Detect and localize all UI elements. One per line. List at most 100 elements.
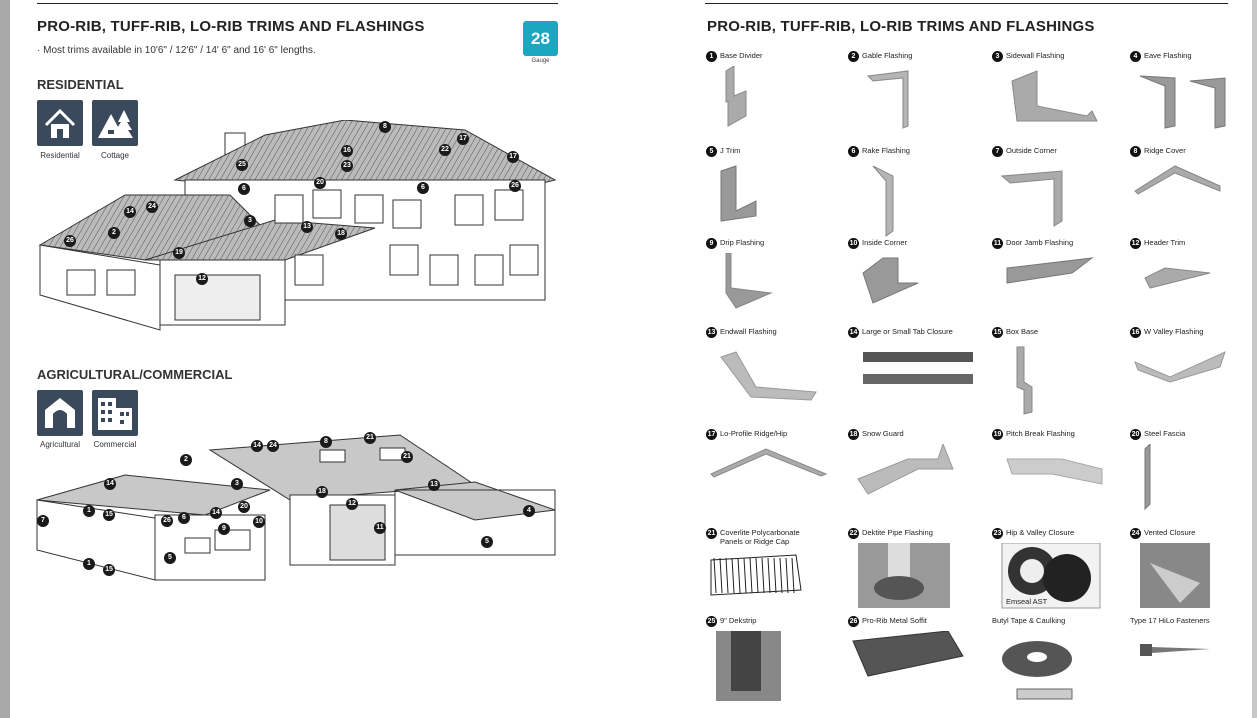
item-number-badge: 21 (706, 528, 717, 539)
trim-item-label: Ridge Cover (1144, 146, 1186, 155)
residential-label: Residential (40, 151, 80, 160)
callout-marker: 9 (218, 523, 230, 535)
trim-item-image (710, 448, 828, 478)
trim-item-label: Butyl Tape & Caulking (992, 616, 1066, 625)
trim-item-label: Header Trim (1144, 238, 1186, 247)
item-number-badge: 6 (848, 146, 859, 157)
page-edge (1252, 0, 1257, 718)
residential-heading: RESIDENTIAL (37, 77, 124, 92)
page-title: PRO-RIB, TUFF-RIB, LO-RIB TRIMS AND FLAS… (37, 18, 425, 35)
trim-item-label: Eave Flashing (1144, 51, 1192, 60)
callout-marker: 15 (103, 509, 115, 521)
trim-item-label: Sidewall Flashing (1006, 51, 1065, 60)
trim-item-image (1140, 644, 1210, 656)
trim-item-header: Type 17 HiLo Fasteners (1130, 616, 1257, 625)
lengths-note: · Most trims available in 10'6" / 12'6" … (37, 45, 316, 56)
trim-item-label: Hip & Valley Closure (1006, 528, 1075, 537)
callout-marker: 24 (146, 201, 158, 213)
top-rule (705, 3, 1228, 4)
trim-item-image (1144, 267, 1211, 289)
trim-item: Butyl Tape & Caulking (992, 616, 1127, 709)
trim-item-image (710, 554, 802, 596)
trim-item-label: Type 17 HiLo Fasteners (1130, 616, 1210, 625)
gauge-badge: 28 (523, 21, 558, 56)
item-number-badge: 10 (848, 238, 859, 249)
callout-marker: 14 (124, 206, 136, 218)
item-number-badge: 23 (992, 528, 1003, 539)
callout-marker: 2 (180, 454, 192, 466)
callout-marker: 20 (314, 177, 326, 189)
trim-item-image (1006, 458, 1103, 485)
callout-marker: 18 (335, 228, 347, 240)
item-number-badge: 14 (848, 327, 859, 338)
trim-item-image (1134, 351, 1226, 383)
trim-item-label: Box Base (1006, 327, 1039, 336)
trim-item-label: Dektite Pipe Flashing (862, 528, 933, 537)
callout-marker: 6 (178, 512, 190, 524)
agricultural-label: Agricultural (39, 440, 80, 449)
callout-marker: 12 (196, 273, 208, 285)
trim-item-label: Vented Closure (1144, 528, 1196, 537)
trim-item-image (866, 70, 909, 129)
trim-item-image (1006, 257, 1094, 284)
callout-marker: 10 (253, 516, 265, 528)
callout-marker: 11 (374, 522, 386, 534)
item-number-badge: 19 (992, 429, 1003, 440)
callout-marker: 4 (523, 505, 535, 517)
trim-item-image (1144, 444, 1151, 511)
item-number-badge: 20 (1130, 429, 1141, 440)
trim-item-image (1002, 641, 1073, 700)
callout-marker: 3 (231, 478, 243, 490)
item-number-badge: 25 (706, 616, 717, 627)
callout-marker: 13 (301, 221, 313, 233)
trim-item-image (1134, 165, 1221, 195)
item-number-badge: 16 (1130, 327, 1141, 338)
callout-marker: 24 (267, 440, 279, 452)
item-number-badge: 18 (848, 429, 859, 440)
item-number-badge: 17 (706, 429, 717, 440)
callout-marker: 25 (236, 159, 248, 171)
trim-item-image (872, 165, 894, 237)
trim-item-label: Rake Flashing (862, 146, 910, 155)
callout-marker: 14 (210, 507, 222, 519)
callout-marker: 6 (238, 183, 250, 195)
item-number-badge: 15 (992, 327, 1003, 338)
item-number-badge: 11 (992, 238, 1003, 249)
top-rule (37, 3, 558, 4)
callout-marker: 1 (83, 558, 95, 570)
callout-marker: 12 (346, 498, 358, 510)
trim-item-header: Butyl Tape & Caulking (992, 616, 1127, 625)
trim-item-image (720, 351, 817, 401)
trim-item-label: Drip Flashing (720, 238, 765, 247)
callout-marker: 22 (439, 144, 451, 156)
trim-item-image (725, 66, 747, 127)
trim-item-image (1001, 543, 1101, 609)
item-number-badge: 3 (992, 51, 1003, 62)
callout-marker: 14 (251, 440, 263, 452)
